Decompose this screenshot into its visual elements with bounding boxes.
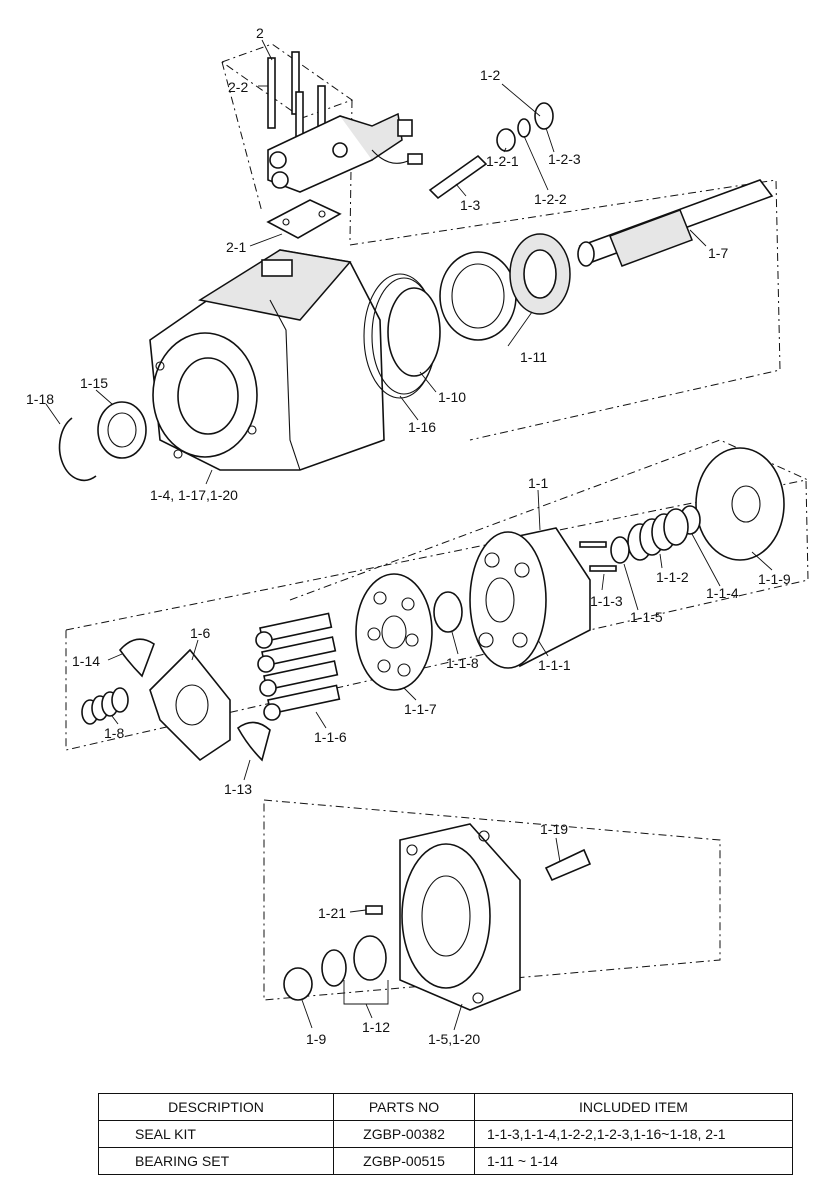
shoe-1-13 (236, 721, 271, 762)
snap-ring-1-18 (58, 417, 97, 482)
valve-plate-1-1-9 (695, 447, 785, 561)
callout-1-18: 1-18 (26, 391, 54, 407)
callout-1-2-3: 1-2-3 (548, 151, 581, 167)
piston-set (255, 612, 341, 721)
end-cover-frame (263, 799, 721, 1001)
drive-shaft (577, 179, 774, 267)
ring-1-10 (387, 287, 441, 377)
bearing-1-12b (353, 935, 387, 981)
valve-bolts (267, 51, 326, 147)
callout-2: 2 (256, 25, 264, 41)
valve-gasket (266, 199, 342, 239)
callout-1-2-2: 1-2-2 (534, 191, 567, 207)
callout-1-4: 1-4, 1-17,1-20 (150, 487, 238, 503)
spring-1-1-2 (627, 508, 689, 561)
swash-plate (149, 648, 231, 762)
exploded-parts-diagram: 2 2-2 2-1 1-2 1-2-1 1-2-2 1-2-3 1-3 1-7 … (26, 25, 809, 1047)
callout-1-1-2: 1-1-2 (656, 569, 689, 585)
table-row: SEAL KIT ZGBP-00382 1-1-3,1-1-4,1-2-2,1-… (98, 1120, 793, 1148)
callout-1-1-7: 1-1-7 (404, 701, 437, 717)
seal-1-15 (97, 401, 147, 459)
row-included-item: 1-1-3,1-1-4,1-2-2,1-2-3,1-16~1-18, 2-1 (474, 1120, 793, 1148)
retainer-plate (355, 573, 433, 691)
table-row: BEARING SET ZGBP-00515 1-11 ~ 1-14 (98, 1147, 793, 1175)
callout-1-10: 1-10 (438, 389, 466, 405)
callout-1-1: 1-1 (528, 475, 548, 491)
callout-1-11: 1-11 (520, 349, 547, 365)
callout-1-1-3: 1-1-3 (590, 593, 623, 609)
bushing-1-1-8 (433, 591, 463, 633)
callout-1-8: 1-8 (104, 725, 124, 741)
callout-1-13: 1-13 (224, 781, 252, 797)
parts-kit-table: DESCRIPTION PARTS NO INCLUDED ITEM SEAL … (98, 1093, 793, 1175)
callout-1-1-6: 1-1-6 (314, 729, 347, 745)
callout-1-16: 1-16 (408, 419, 436, 435)
bearing-race-1-11 (439, 251, 517, 341)
pump-housing (149, 249, 385, 471)
row-parts-no: ZGBP-00382 (333, 1120, 475, 1148)
callout-1-1-8: 1-1-8 (446, 655, 479, 671)
pin-1-1-3 (579, 541, 607, 548)
spring-1-8 (81, 687, 129, 725)
pin-1-21 (365, 905, 383, 915)
callout-1-1-9: 1-1-9 (758, 571, 791, 587)
header-included-item: INCLUDED ITEM (474, 1093, 793, 1121)
callout-1-19: 1-19 (540, 821, 568, 837)
callout-1-1-1: 1-1-1 (538, 657, 571, 673)
callout-2-2: 2-2 (228, 79, 248, 95)
end-cover-group (263, 799, 721, 1011)
callout-1-21: 1-21 (318, 905, 346, 921)
bearing-1-12a (321, 949, 347, 987)
callout-1-12: 1-12 (362, 1019, 390, 1035)
pin-1-3 (428, 154, 488, 200)
rotary-assembly-group (65, 439, 809, 762)
callout-1-9: 1-9 (306, 1031, 326, 1047)
callout-1-14: 1-14 (72, 653, 100, 669)
table-header-row: DESCRIPTION PARTS NO INCLUDED ITEM (98, 1093, 793, 1121)
regulator-valve (267, 112, 423, 193)
row-description: BEARING SET (98, 1147, 334, 1175)
leader-lines (45, 39, 773, 1031)
callout-1-15: 1-15 (80, 375, 108, 391)
callout-1-5: 1-5,1-20 (428, 1031, 480, 1047)
shoe-1-14 (118, 638, 155, 678)
rotary-frame (65, 479, 809, 751)
row-included-item: 1-11 ~ 1-14 (474, 1147, 793, 1175)
callout-1-1-4: 1-1-4 (706, 585, 739, 601)
ring-1-9 (283, 967, 313, 1001)
callout-1-1-5: 1-1-5 (630, 609, 663, 625)
callout-1-2-1: 1-2-1 (486, 153, 519, 169)
row-parts-no: ZGBP-00515 (333, 1147, 475, 1175)
bolt-1-19 (544, 848, 592, 882)
callout-labels: 2 2-2 2-1 1-2 1-2-1 1-2-2 1-2-3 1-3 1-7 … (26, 25, 791, 1047)
callout-1-7: 1-7 (708, 245, 728, 261)
callout-1-3: 1-3 (460, 197, 480, 213)
plug-assembly-1-2 (496, 102, 554, 152)
callout-2-1: 2-1 (226, 239, 246, 255)
callout-1-2: 1-2 (480, 67, 500, 83)
cylinder-block (469, 527, 591, 669)
top-assembly-group (58, 43, 781, 482)
callout-1-6: 1-6 (190, 625, 210, 641)
ring-1-1-5 (610, 536, 630, 564)
row-description: SEAL KIT (98, 1120, 334, 1148)
header-description: DESCRIPTION (98, 1093, 334, 1121)
header-parts-no: PARTS NO (333, 1093, 475, 1121)
top-frame (349, 179, 781, 441)
